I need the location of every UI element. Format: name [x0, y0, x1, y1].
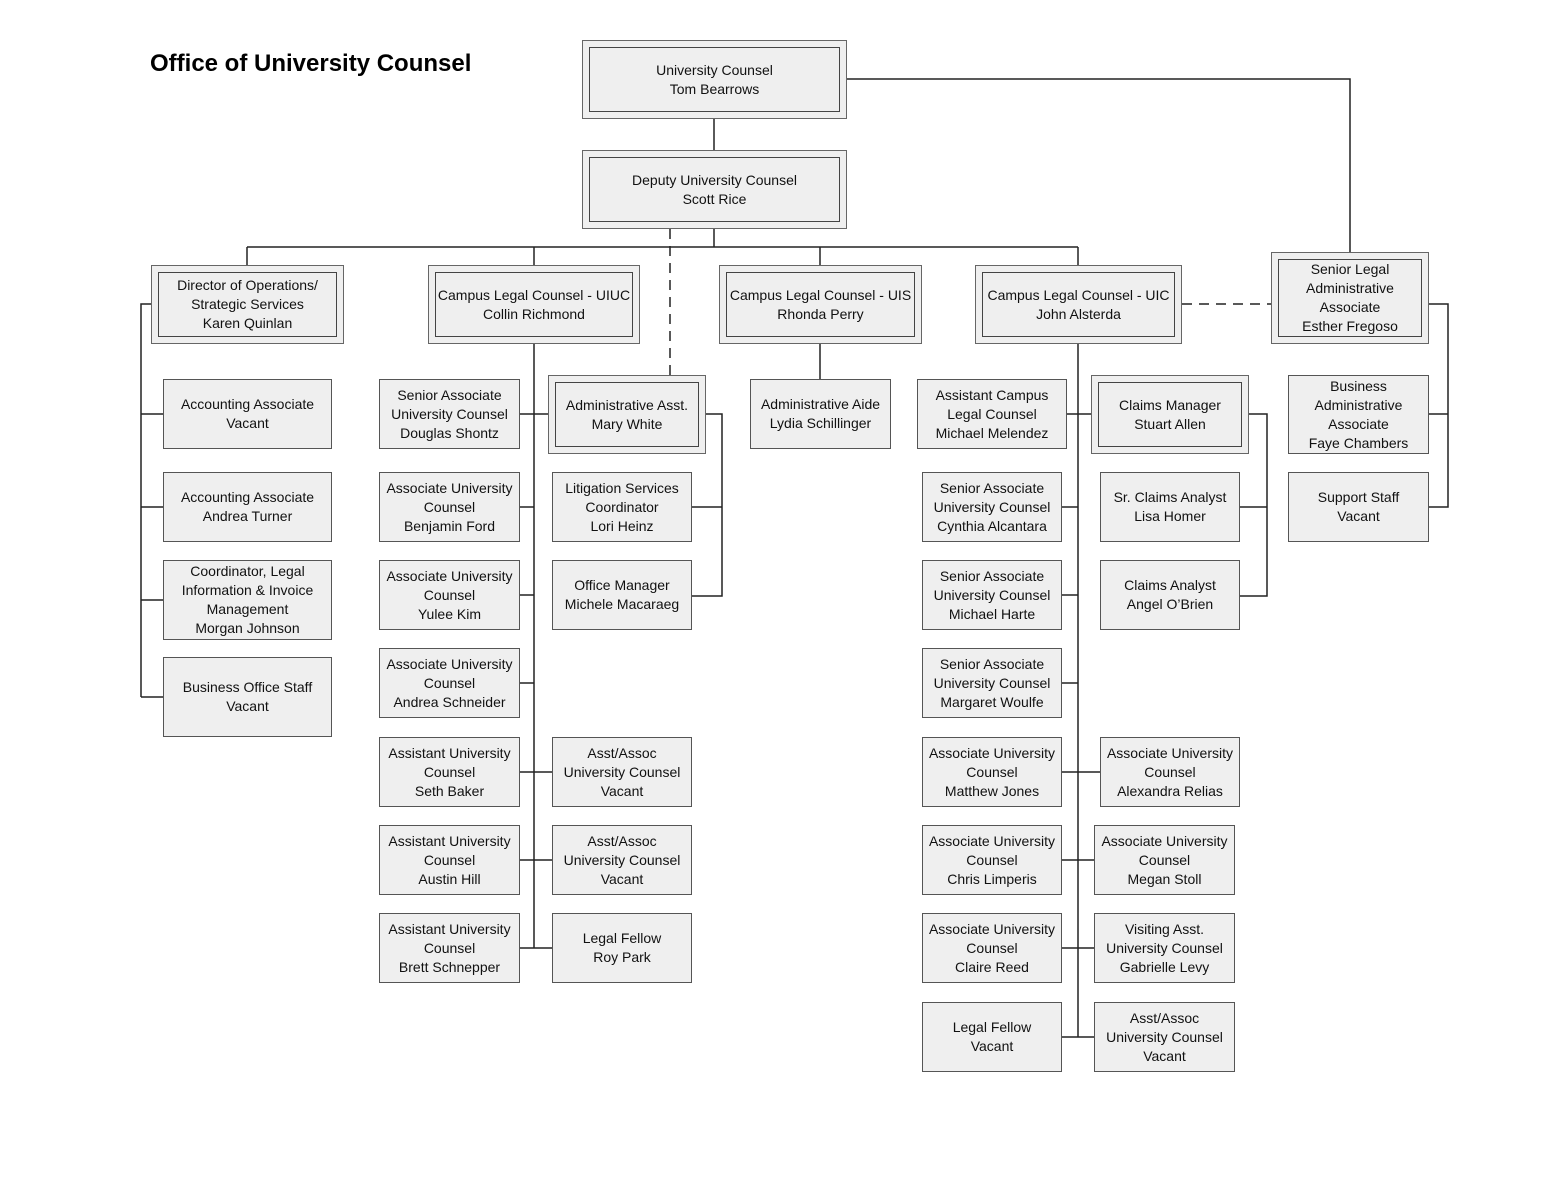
node-label: Assistant University Counsel Brett Schne… [388, 920, 511, 975]
node-senior-legal-admin-associate: Senior Legal Administrative Associate Es… [1271, 252, 1429, 344]
node-asst-assoc-vacant-1: Asst/Assoc University Counsel Vacant [552, 737, 692, 807]
node-coordinator-legal-info: Coordinator, Legal Information & Invoice… [163, 560, 332, 640]
chart-title: Office of University Counsel [150, 50, 472, 77]
node-label: Coordinator, Legal Information & Invoice… [181, 563, 314, 636]
node-schneider: Associate University Counsel Andrea Schn… [379, 648, 520, 718]
node-label: Senior Associate University Counsel Mich… [933, 567, 1051, 622]
node-reed: Associate University Counsel Claire Reed [922, 913, 1062, 983]
node-label: Accounting Associate Andrea Turner [180, 489, 315, 524]
node-label: Asst/Assoc University Counsel Vacant [563, 832, 681, 887]
node-label: Deputy University Counsel Scott Rice [632, 171, 797, 207]
node-limperis: Associate University Counsel Chris Limpe… [922, 825, 1062, 895]
node-label: Office Manager Michele Macaraeg [564, 577, 680, 612]
node-asst-assoc-vacant-2: Asst/Assoc University Counsel Vacant [552, 825, 692, 895]
node-label: Visiting Asst. University Counsel Gabrie… [1106, 920, 1223, 975]
node-ford: Associate University Counsel Benjamin Fo… [379, 472, 520, 542]
node-jones: Associate University Counsel Matthew Jon… [922, 737, 1062, 807]
node-baker: Assistant University Counsel Seth Baker [379, 737, 520, 807]
node-label: Support Staff Vacant [1317, 489, 1400, 524]
node-deputy-university-counsel: Deputy University Counsel Scott Rice [582, 150, 847, 229]
node-director-operations: Director of Operations/ Strategic Servic… [151, 265, 344, 344]
node-label: Assistant University Counsel Austin Hill [388, 832, 511, 887]
node-label: University Counsel Tom Bearrows [656, 61, 773, 97]
node-chambers: Business Administrative Associate Faye C… [1288, 375, 1429, 454]
node-label: Sr. Claims Analyst Lisa Homer [1113, 489, 1227, 524]
node-label: Legal Fellow Roy Park [582, 930, 662, 965]
node-roy-park: Legal Fellow Roy Park [552, 913, 692, 983]
node-mary-white: Administrative Asst. Mary White [548, 375, 706, 454]
node-label: Business Administrative Associate Faye C… [1308, 377, 1409, 451]
node-stoll: Associate University Counsel Megan Stoll [1094, 825, 1235, 895]
node-label: Asst/Assoc University Counsel Vacant [1106, 1009, 1223, 1064]
node-label: Senior Associate University Counsel Marg… [933, 655, 1051, 710]
node-label: Administrative Aide Lydia Schillinger [760, 396, 881, 431]
node-kim: Associate University Counsel Yulee Kim [379, 560, 520, 630]
node-label: Assistant University Counsel Seth Baker [388, 744, 511, 799]
node-label: Senior Legal Administrative Associate Es… [1302, 261, 1398, 334]
node-label: Administrative Asst. Mary White [565, 396, 689, 432]
node-support-staff: Support Staff Vacant [1288, 472, 1429, 542]
node-label: Associate University Counsel Yulee Kim [386, 567, 513, 622]
node-campus-counsel-uis: Campus Legal Counsel - UIS Rhonda Perry [719, 265, 922, 344]
node-business-office-staff: Business Office Staff Vacant [163, 657, 332, 737]
node-label: Business Office Staff Vacant [182, 679, 313, 714]
node-label: Associate University Counsel Matthew Jon… [928, 744, 1056, 799]
node-legal-fellow-vacant: Legal Fellow Vacant [922, 1002, 1062, 1072]
node-accounting-associate-turner: Accounting Associate Andrea Turner [163, 472, 332, 542]
node-label: Senior Associate University Counsel Cynt… [933, 479, 1051, 534]
node-label: Campus Legal Counsel - UIC John Alsterda [987, 286, 1170, 322]
node-shontz: Senior Associate University Counsel Doug… [379, 379, 520, 449]
node-label: Director of Operations/ Strategic Servic… [177, 277, 318, 331]
node-schnepper: Assistant University Counsel Brett Schne… [379, 913, 520, 983]
node-campus-counsel-uiuc: Campus Legal Counsel - UIUC Collin Richm… [428, 265, 640, 344]
node-label: Associate University Counsel Alexandra R… [1106, 744, 1234, 799]
node-homer: Sr. Claims Analyst Lisa Homer [1100, 472, 1240, 542]
node-accounting-associate-vacant: Accounting Associate Vacant [163, 379, 332, 449]
node-harte: Senior Associate University Counsel Mich… [922, 560, 1062, 630]
node-woulfe: Senior Associate University Counsel Marg… [922, 648, 1062, 718]
node-label: Associate University Counsel Claire Reed [928, 920, 1056, 975]
node-melendez: Assistant Campus Legal Counsel Michael M… [917, 379, 1067, 449]
node-levy: Visiting Asst. University Counsel Gabrie… [1094, 913, 1235, 983]
node-relias: Associate University Counsel Alexandra R… [1100, 737, 1240, 807]
node-label: Assistant Campus Legal Counsel Michael M… [935, 386, 1049, 441]
node-label: Claims Manager Stuart Allen [1119, 396, 1221, 432]
node-label: Accounting Associate Vacant [180, 396, 315, 431]
node-campus-counsel-uic: Campus Legal Counsel - UIC John Alsterda [975, 265, 1182, 344]
node-macaraeg: Office Manager Michele Macaraeg [552, 560, 692, 630]
node-label: Senior Associate University Counsel Doug… [391, 386, 508, 441]
node-label: Campus Legal Counsel - UIUC Collin Richm… [437, 286, 631, 322]
node-asst-assoc-vacant-3: Asst/Assoc University Counsel Vacant [1094, 1002, 1235, 1072]
node-alcantara: Senior Associate University Counsel Cynt… [922, 472, 1062, 542]
node-label: Litigation Services Coordinator Lori Hei… [565, 479, 679, 534]
node-label: Legal Fellow Vacant [952, 1019, 1032, 1054]
node-label: Associate University Counsel Megan Stoll [1101, 832, 1228, 887]
node-heinz: Litigation Services Coordinator Lori Hei… [552, 472, 692, 542]
node-stuart-allen: Claims Manager Stuart Allen [1091, 375, 1249, 454]
node-label: Claims Analyst Angel O’Brien [1124, 577, 1216, 612]
node-label: Associate University Counsel Chris Limpe… [928, 832, 1056, 887]
node-label: Campus Legal Counsel - UIS Rhonda Perry [729, 286, 912, 322]
node-label: Associate University Counsel Benjamin Fo… [386, 479, 513, 534]
node-obrien: Claims Analyst Angel O’Brien [1100, 560, 1240, 630]
node-schillinger: Administrative Aide Lydia Schillinger [750, 379, 891, 449]
node-university-counsel: University Counsel Tom Bearrows [582, 40, 847, 119]
node-label: Associate University Counsel Andrea Schn… [386, 655, 513, 710]
node-hill: Assistant University Counsel Austin Hill [379, 825, 520, 895]
node-label: Asst/Assoc University Counsel Vacant [563, 744, 681, 799]
